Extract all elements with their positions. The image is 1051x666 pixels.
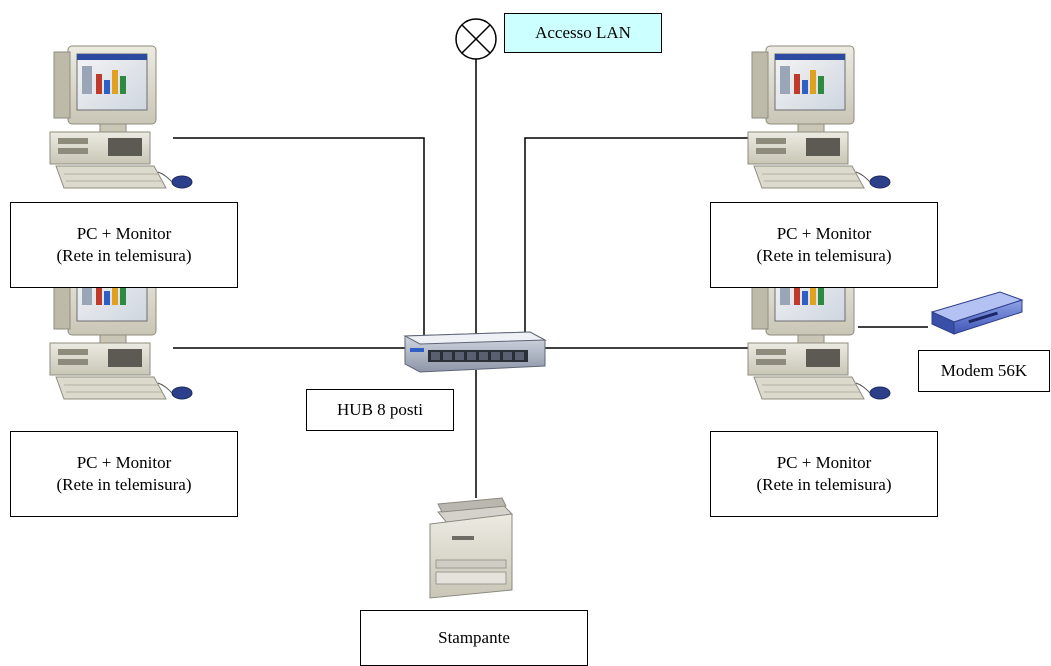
- connection-lines: [173, 59, 928, 498]
- lan-access-text: Accesso LAN: [535, 23, 631, 42]
- pc-top-right-link: [524, 137, 750, 335]
- lan-access-label: Accesso LAN: [504, 13, 662, 53]
- printer-label-text: Stampante: [438, 628, 510, 647]
- pc-label-top-left: PC + Monitor (Rete in telemisura): [10, 202, 238, 288]
- pc-label-top-right: PC + Monitor (Rete in telemisura): [710, 202, 938, 288]
- modem-icon: [930, 291, 1024, 335]
- pc-label-line1: PC + Monitor: [776, 453, 872, 472]
- pc-label-line2: (Rete in telemisura): [756, 475, 892, 494]
- modem-label-text: Modem 56K: [940, 361, 1028, 380]
- pc-label-line2: (Rete in telemisura): [756, 246, 892, 265]
- pc-label-line1: PC + Monitor: [76, 453, 172, 472]
- pc-label-bottom-right: PC + Monitor (Rete in telemisura): [710, 431, 938, 517]
- pc-label-line1: PC + Monitor: [76, 224, 172, 243]
- pc-label-bottom-left: PC + Monitor (Rete in telemisura): [10, 431, 238, 517]
- pc-icon-top-right: [747, 45, 891, 189]
- hub-label: HUB 8 posti: [306, 389, 454, 431]
- pc-top-left-link: [173, 137, 425, 335]
- hub-icon: [403, 331, 547, 373]
- hub-label-text: HUB 8 posti: [337, 400, 423, 419]
- pc-label-line2: (Rete in telemisura): [56, 246, 192, 265]
- pc-icon-top-left: [49, 45, 193, 189]
- printer-icon: [429, 497, 514, 599]
- pc-label-line1: PC + Monitor: [776, 224, 872, 243]
- printer-label: Stampante: [360, 610, 588, 666]
- pc-label-line2: (Rete in telemisura): [56, 475, 192, 494]
- lan-access-icon: [455, 18, 497, 60]
- modem-label: Modem 56K: [918, 350, 1050, 392]
